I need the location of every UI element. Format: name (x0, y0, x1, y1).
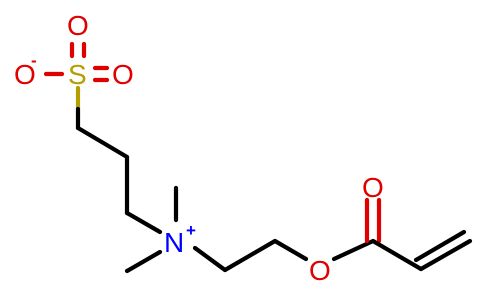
atom-n: N (164, 227, 184, 258)
bond-c6-c7 (370, 238, 424, 272)
atom-o-minus-charge: - (31, 51, 37, 70)
atom-s: S (68, 59, 87, 90)
atom-o-carbonyl: O (362, 172, 384, 203)
bond-c5-o-ester (272, 238, 309, 262)
atom-o-top: O (67, 10, 89, 41)
sulfonate-bonds (43, 41, 110, 131)
atom-o-ester: O (309, 255, 331, 286)
bond-n-c4 (192, 245, 228, 273)
bond-c7-c8-b (413, 229, 467, 263)
bond-c4-c5 (222, 238, 278, 273)
ethyl-linker-bonds (192, 238, 376, 273)
propyl-chain-bonds (75, 125, 163, 235)
acrylate-bonds (364, 197, 473, 272)
atom-n-charge: + (186, 221, 196, 240)
bond-n-methyl-down (124, 249, 163, 274)
bond-c7-c8-a (418, 238, 473, 272)
bond-o-ester-c6 (331, 238, 376, 262)
methyl-bonds (124, 185, 179, 274)
atom-o-minus: O (14, 59, 36, 90)
bond-c3-n (124, 210, 163, 235)
bond-c1-c2 (75, 125, 130, 160)
atom-o-right: O (112, 59, 134, 90)
